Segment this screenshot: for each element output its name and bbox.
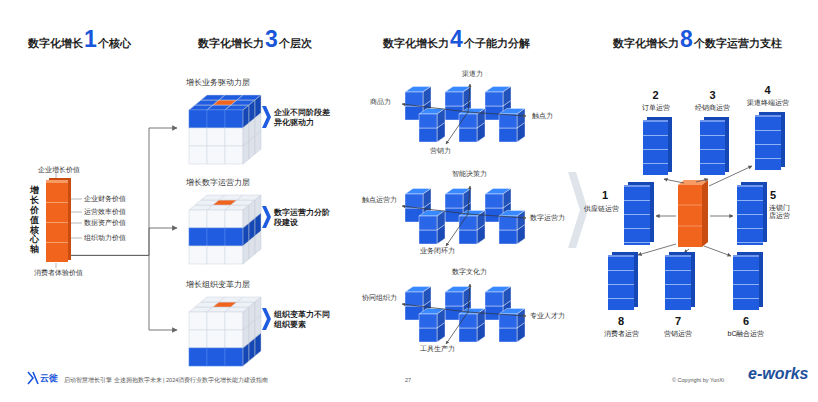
- heading-number: 8: [680, 28, 693, 51]
- core-axis: 增长价值核心轴: [30, 180, 68, 262]
- callout-number: 8: [578, 315, 664, 328]
- heading-text: 数字化增长力: [613, 37, 679, 50]
- capability-label: 智能决策力: [452, 170, 487, 178]
- pillar-box: 8消费者运营: [608, 255, 634, 310]
- callout-number: 1: [602, 189, 608, 202]
- heading-text: 数字化增长力: [383, 37, 449, 50]
- capability-label: 商品力: [370, 98, 391, 106]
- callout-number: 2: [613, 89, 698, 102]
- column-heading: 数字化增长1个核心: [28, 28, 131, 51]
- capability-label: 数字运营力: [530, 214, 565, 222]
- pillar-label: 经销商运营: [670, 104, 755, 112]
- rubik-cube: [189, 95, 261, 164]
- connector-arrow: [69, 255, 177, 330]
- capability-label: 渠道力: [462, 70, 483, 78]
- capability-label: 专业人才力: [530, 312, 565, 320]
- pillar-label: bC融合运营: [703, 330, 789, 338]
- pillar-label: 渠道终端运营: [725, 99, 810, 107]
- pillar-box: 2订单运营: [643, 120, 668, 175]
- value-label: 消费者体验价值: [34, 269, 83, 277]
- rubik-cube: [189, 195, 261, 264]
- layer-cube: 增长数字运营力层数字运营力分阶段建设: [178, 178, 338, 268]
- column-heading: 数字化增长力3个层次: [198, 28, 312, 51]
- node-title: 增长数字运营力层: [186, 178, 250, 187]
- heading-text: 个核心: [98, 37, 131, 50]
- value-label: 企业财务价值: [84, 195, 126, 203]
- layer-cube: 增长组织变革力层组织变革力不同组织要素: [178, 280, 338, 370]
- value-label: 运营效率价值: [84, 208, 126, 216]
- node-title: 增长业务驱动力层: [186, 78, 250, 87]
- heading-text: 个数字运营力支柱: [694, 37, 782, 50]
- cube-cluster: [402, 284, 526, 344]
- connector-arrow: [69, 228, 177, 255]
- layer-chevrons: [262, 106, 271, 330]
- pillar-arrows: [638, 166, 752, 256]
- column-heading: 数字化增长力4个子能力分解: [383, 28, 530, 51]
- capability-label: 触点运营力: [362, 196, 397, 204]
- pillar-label: 订单运营: [613, 104, 698, 112]
- callout-number: 5: [770, 189, 776, 202]
- core-cube: [678, 180, 708, 247]
- node-description: 组织变革力不同组织要素: [274, 310, 336, 330]
- cube-cluster: [402, 186, 526, 246]
- pillar-box: 3经销商运营: [700, 120, 725, 175]
- heading-text: 个层次: [279, 37, 312, 50]
- value-label: 组织动力价值: [84, 234, 126, 242]
- callout-number: 7: [635, 315, 721, 328]
- node-description: 数字运营力分阶段建设: [274, 208, 336, 228]
- pillar-label: 供应链运营: [584, 205, 619, 213]
- core-bar: [46, 180, 68, 262]
- cube-cluster: [402, 84, 526, 144]
- footer-text: 启动智慧增长引擎 全速拥抱数字未来 | 2024消费行业数字化增长能力建设指南: [64, 377, 268, 384]
- connector-arrow: [69, 128, 177, 255]
- capability-label: 协同组织力: [362, 294, 397, 302]
- rubik-illustration: [186, 92, 266, 168]
- cluster-arrows: [402, 84, 526, 144]
- pillar-box: 1供应链运营: [624, 185, 650, 245]
- callout-number: 4: [725, 84, 810, 97]
- copyright: © Copyright by YunXi: [672, 377, 724, 384]
- layer-cube: 增长业务驱动力层企业不同阶段差异化驱动力: [178, 78, 338, 168]
- pillar-box: 7营销运营: [665, 255, 691, 310]
- capability-label: 数字文化力: [452, 268, 487, 276]
- rubik-illustration: [186, 294, 266, 370]
- capability-label: 触点力: [532, 112, 553, 120]
- node-title: 增长组织变革力层: [186, 280, 250, 289]
- heading-text: 数字化增长力: [198, 37, 264, 50]
- heading-number: 4: [450, 28, 463, 51]
- pillar-box: 5连锁门店运营: [737, 185, 763, 245]
- heading-text: 个子能力分解: [464, 37, 530, 50]
- heading-text: 数字化增长: [28, 37, 83, 50]
- node-description: 企业不同阶段差异化驱动力: [274, 108, 336, 128]
- logo-text: 云徙: [40, 373, 58, 384]
- heading-number: 1: [84, 28, 97, 51]
- watermark: e-works: [748, 364, 808, 383]
- callout-number: 3: [670, 89, 755, 102]
- cluster-arrows: [402, 186, 526, 246]
- node-title: 增长价值核心轴: [30, 186, 39, 255]
- pillar-label: 消费者运营: [578, 330, 664, 338]
- capability-label: 业务闭环力: [420, 247, 455, 255]
- rubik-cube: [189, 297, 261, 366]
- callout-number: 6: [703, 315, 789, 328]
- pillar-label: 营销运营: [635, 330, 721, 338]
- rubik-illustration: [186, 192, 266, 268]
- value-label: 数据资产价值: [84, 219, 126, 227]
- capability-label: 营销力: [430, 147, 451, 155]
- logo-icon: [28, 372, 38, 384]
- pillar-box: 6bC融合运营: [733, 255, 759, 310]
- cluster-arrows: [402, 284, 526, 344]
- page-number: 27: [405, 377, 411, 384]
- value-label: 企业增长价值: [38, 166, 80, 174]
- capability-label: 工具生产力: [420, 345, 455, 353]
- column-heading: 数字化增长力8个数字运营力支柱: [613, 28, 782, 51]
- pillar-box: 4渠道终端运营: [755, 115, 781, 170]
- heading-number: 3: [265, 28, 278, 51]
- pillar-label: 连锁门店运营: [769, 204, 791, 221]
